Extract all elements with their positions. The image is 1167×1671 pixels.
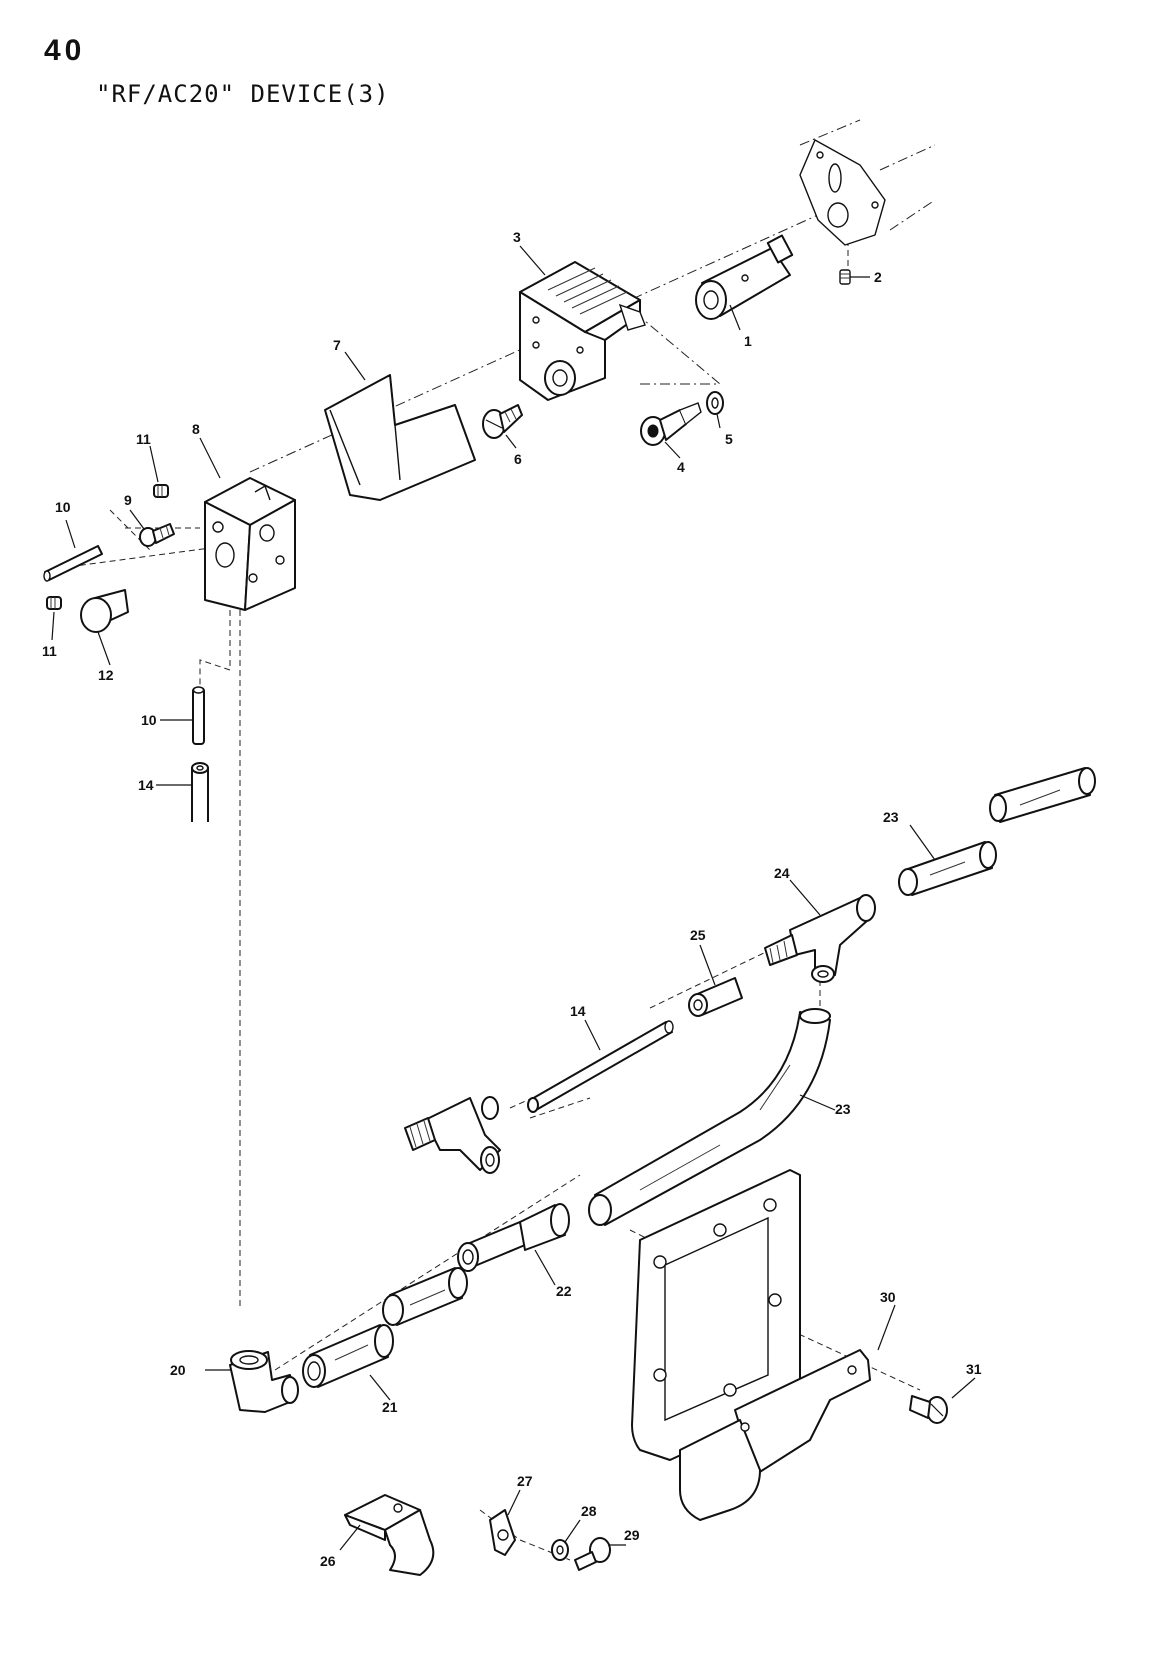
part-12-cap <box>81 590 128 632</box>
callout-4: 4 <box>677 459 685 475</box>
part-31-screw <box>910 1396 947 1423</box>
callout-30: 30 <box>880 1289 896 1305</box>
part-24-y-fitting <box>765 895 875 982</box>
callout-29: 29 <box>624 1527 640 1543</box>
part-22-reducer <box>458 1204 569 1271</box>
part-11-set-screw-upper <box>154 485 168 497</box>
part-26-clip <box>345 1495 433 1575</box>
callout-26: 26 <box>320 1553 336 1569</box>
part-4-cap-screw <box>641 403 701 445</box>
elbow-fitting <box>405 1097 500 1173</box>
callout-7: 7 <box>333 337 341 353</box>
part-20-elbow <box>230 1351 298 1412</box>
part-9-screw <box>140 524 174 546</box>
part-29-screw <box>575 1538 610 1570</box>
callout-2: 2 <box>874 269 882 285</box>
part-10-pin-vertical <box>193 687 204 744</box>
callout-11-upper: 11 <box>136 431 151 447</box>
callout-20: 20 <box>170 1362 186 1378</box>
callout-23-upper: 23 <box>883 809 899 825</box>
part-28-washer <box>552 1540 568 1560</box>
part-21-tube <box>303 1268 467 1387</box>
callout-27: 27 <box>517 1473 533 1489</box>
callout-3: 3 <box>513 229 521 245</box>
callout-23-lower: 23 <box>835 1101 851 1117</box>
callout-10-upper: 10 <box>55 499 71 515</box>
callout-11-lower: 11 <box>42 643 57 659</box>
callout-24: 24 <box>774 865 790 881</box>
part-6-screw <box>483 405 522 438</box>
callout-14-lower: 14 <box>570 1003 586 1019</box>
callout-8: 8 <box>192 421 200 437</box>
callout-28: 28 <box>581 1503 597 1519</box>
callout-31: 31 <box>966 1361 982 1377</box>
callout-10-lower: 10 <box>141 712 157 728</box>
part-23-tube-upper <box>899 768 1095 895</box>
callout-1: 1 <box>744 333 752 349</box>
part-11-set-screw-lower <box>47 597 61 609</box>
callout-14-upper: 14 <box>138 777 154 793</box>
callout-25: 25 <box>690 927 706 943</box>
housing-outline <box>800 120 935 245</box>
part-2-set-screw <box>840 270 850 284</box>
leader-lines <box>52 246 975 1550</box>
part-25-fitting <box>689 978 742 1016</box>
callout-6: 6 <box>514 451 522 467</box>
part-14-tube-diagonal <box>528 1021 673 1112</box>
callout-9: 9 <box>124 492 132 508</box>
part-8-block <box>205 478 295 610</box>
part-3-bracket <box>520 262 645 400</box>
callout-22: 22 <box>556 1283 572 1299</box>
part-27-clamp <box>490 1510 515 1555</box>
part-7-plate <box>325 375 475 500</box>
callout-12: 12 <box>98 667 114 683</box>
callout-21: 21 <box>382 1399 398 1415</box>
callout-5: 5 <box>725 431 733 447</box>
part-5-washer <box>707 392 723 414</box>
part-14-tube-vertical <box>192 763 208 822</box>
